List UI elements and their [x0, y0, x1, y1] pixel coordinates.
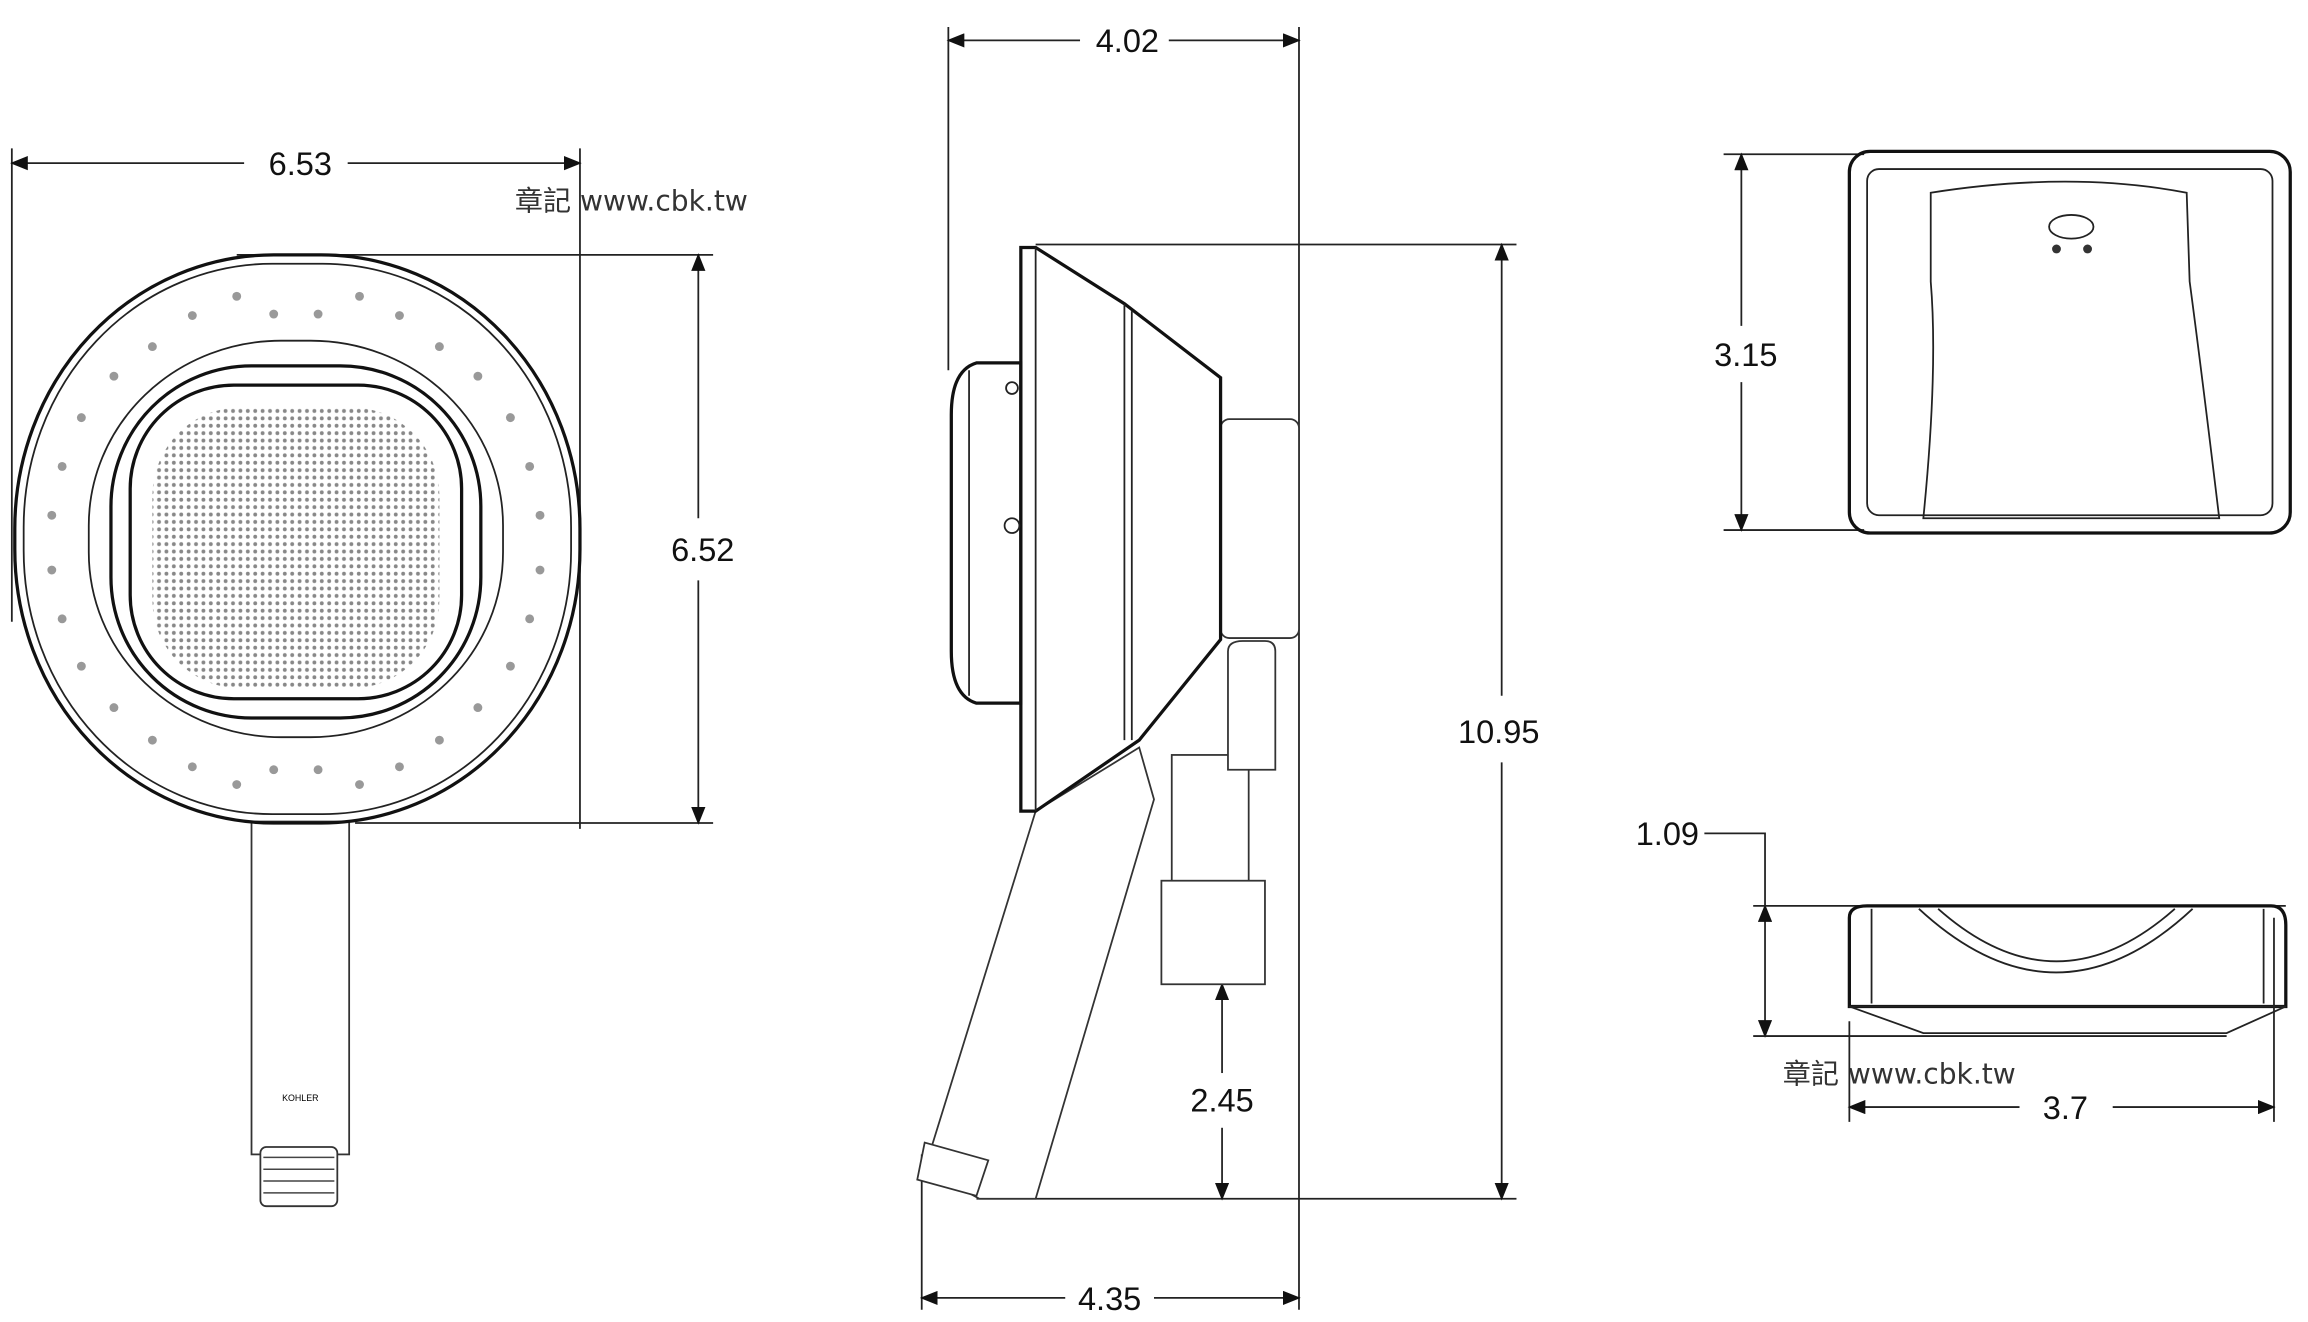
holder-side-view: 1.09 章記 www.cbk.tw 3.7 — [1636, 816, 2288, 1126]
dimension-holder-height: 3.15 — [1714, 152, 1777, 532]
shower-head-side — [916, 245, 1300, 1200]
dimension-holder-width: 3.7 — [1847, 1090, 2276, 1126]
dimension-total-height: 10.95 — [1458, 242, 1539, 1201]
dimension-label: 6.53 — [269, 146, 332, 182]
shower-head-front: KOHLER — [13, 253, 582, 1208]
dimension-label: 6.52 — [671, 532, 734, 568]
dimension-label: 2.45 — [1190, 1083, 1253, 1119]
dimension-label: 1.09 — [1636, 816, 1699, 852]
watermark: 章記 www.cbk.tw — [515, 184, 748, 217]
dimension-label: 4.02 — [1096, 23, 1159, 59]
dimension-height: 6.52 — [671, 253, 734, 825]
holder-front-view: 3.15 — [1714, 149, 2292, 535]
dimension-label: 3.15 — [1714, 337, 1777, 373]
dimension-label: 10.95 — [1458, 714, 1539, 750]
spray-nozzles — [47, 291, 545, 789]
dimension-holder-depth: 1.09 — [1636, 816, 1773, 1038]
brand-mark: KOHLER — [282, 1093, 318, 1103]
dimension-label: 4.35 — [1078, 1281, 1141, 1317]
dimension-bottom-width: 4.35 — [919, 1281, 1301, 1317]
dimension-top-width: 4.02 — [946, 23, 1301, 59]
side-view: 4.02 10.95 2.45 4.35 — [916, 23, 1539, 1317]
front-view: 6.53 章記 www.cbk.tw 6.52 KOHLER — [10, 146, 748, 1208]
dimension-label: 3.7 — [2043, 1090, 2088, 1126]
dimension-width: 6.53 — [10, 146, 582, 182]
watermark: 章記 www.cbk.tw — [1783, 1057, 2016, 1090]
dimension-connector-height: 2.45 — [1190, 982, 1254, 1201]
